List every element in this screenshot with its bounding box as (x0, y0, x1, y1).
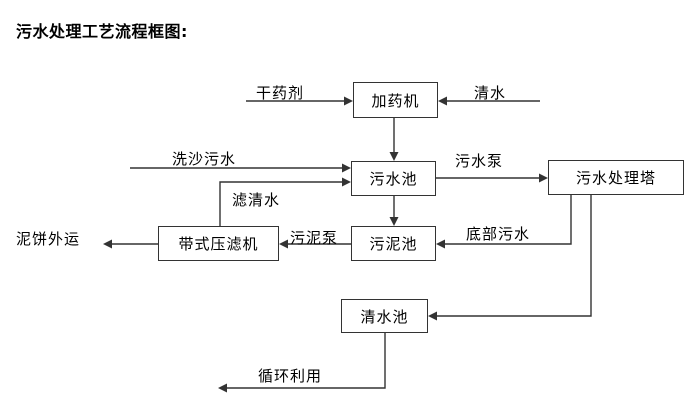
edge-label-sludge-pump: 污泥泵 (290, 229, 339, 247)
edge-label-bottom-sewage: 底部污水 (466, 225, 531, 243)
arrow-filtered-water (342, 177, 351, 187)
node-label: 污水处理塔 (575, 169, 656, 187)
arrow-mud-cake (103, 239, 112, 249)
node-dosing-machine[interactable]: 加药机 (353, 82, 438, 118)
edge-label-recycle-reuse: 循环利用 (258, 367, 323, 385)
edge-label-filtered-water: 滤清水 (232, 191, 281, 209)
arrow-bottom-sewage (436, 239, 445, 249)
arrow-clean-water (438, 96, 447, 106)
node-treatment-tower[interactable]: 污水处理塔 (548, 160, 684, 195)
arrow-sandwash (342, 163, 351, 173)
node-label: 污水池 (369, 170, 418, 188)
arrow-dosing-to-sewage-pool (389, 152, 399, 161)
terminal-clean-water-in: 清水 (474, 84, 507, 102)
edge-tower-to-clear-water-pool (435, 195, 592, 317)
node-label: 加药机 (371, 91, 420, 110)
node-label: 污泥池 (369, 235, 418, 253)
arrow-sewage-pump (539, 173, 548, 183)
terminal-dry-chemical: 干药剂 (256, 84, 305, 102)
terminal-mud-cake-out: 泥饼外运 (16, 230, 81, 248)
node-clear-water-pool[interactable]: 清水池 (341, 299, 428, 333)
arrow-dry-chemical (344, 96, 353, 106)
node-label: 带式压滤机 (178, 235, 259, 253)
edge-label-sewage-pump: 污水泵 (455, 152, 504, 170)
arrow-sewage-to-sludge (389, 217, 399, 226)
node-sewage-pool[interactable]: 污水池 (351, 161, 436, 196)
edge-label-sand-wash-sewage: 洗沙污水 (172, 150, 237, 168)
page-title: 污水处理工艺流程框图: (16, 22, 188, 41)
arrow-tower-to-clear-water (428, 311, 437, 321)
node-label: 清水池 (360, 307, 409, 326)
arrow-recycle (218, 383, 227, 393)
node-belt-filter-press[interactable]: 带式压滤机 (158, 226, 279, 261)
node-sludge-pool[interactable]: 污泥池 (351, 226, 436, 261)
arrow-sludge-pump (279, 239, 288, 249)
